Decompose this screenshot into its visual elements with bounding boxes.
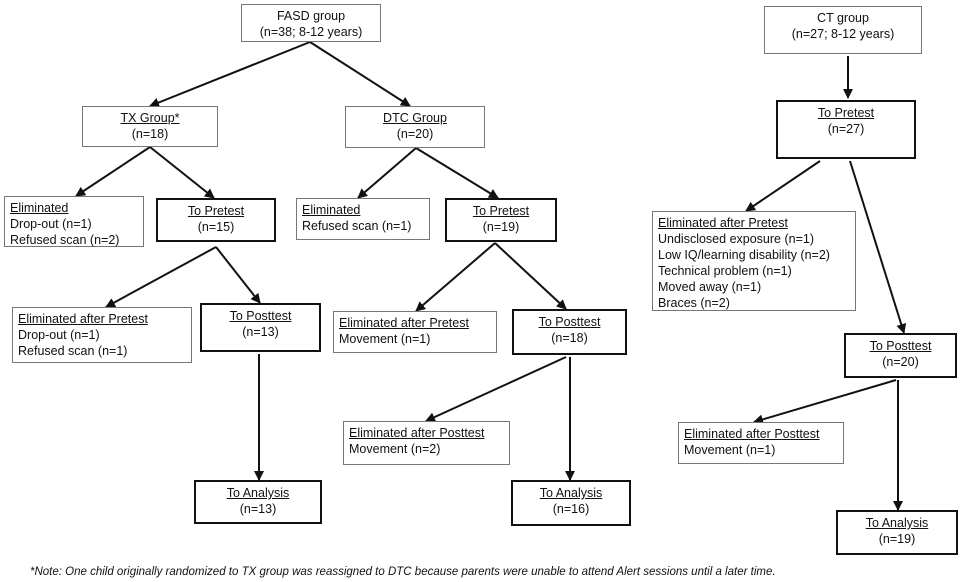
tx-posttest-title: To Posttest bbox=[229, 309, 292, 323]
tx-group-title: TX Group* bbox=[120, 111, 180, 125]
arrow-dtcpre-to-elim bbox=[415, 242, 496, 312]
arrow-tx-to-pretest bbox=[149, 146, 215, 199]
tx-posttest-box: To Posttest (n=13) bbox=[200, 303, 321, 352]
ct-analysis-title: To Analysis bbox=[865, 516, 929, 530]
ct-pretest-count: (n=27) bbox=[827, 122, 865, 136]
tx-eliminated-title: Eliminated bbox=[10, 201, 69, 215]
ct-eliminated-after-pretest-reason: Braces (n=2) bbox=[658, 296, 730, 310]
dtc-posttest-box: To Posttest (n=18) bbox=[512, 309, 627, 355]
dtc-eliminated-after-pretest-box: Eliminated after Pretest Movement (n=1) bbox=[333, 311, 497, 353]
dtc-pretest-title: To Pretest bbox=[472, 204, 530, 218]
ct-pretest-box: To Pretest (n=27) bbox=[776, 100, 916, 159]
arrow-dtc-to-pretest bbox=[415, 147, 499, 199]
arrow-dtcpre-to-posttest bbox=[494, 242, 567, 310]
tx-analysis-count: (n=13) bbox=[239, 502, 277, 516]
arrow-txpre-to-posttest bbox=[215, 246, 261, 304]
tx-eliminated-after-pretest-reason: Drop-out (n=1) bbox=[18, 328, 100, 342]
fasd-group-title: FASD group bbox=[276, 9, 346, 23]
dtc-group-title: DTC Group bbox=[383, 111, 447, 125]
ct-group-box: CT group (n=27; 8-12 years) bbox=[764, 6, 922, 54]
tx-group-count: (n=18) bbox=[131, 127, 169, 141]
tx-analysis-box: To Analysis (n=13) bbox=[194, 480, 322, 524]
tx-posttest-count: (n=13) bbox=[242, 325, 279, 339]
dtc-eliminated-reason: Refused scan (n=1) bbox=[302, 219, 412, 233]
footnote: *Note: One child originally randomized t… bbox=[30, 566, 776, 578]
ct-group-count: (n=27; 8-12 years) bbox=[791, 27, 895, 41]
ct-eliminated-after-pretest-reason: Undisclosed exposure (n=1) bbox=[658, 232, 814, 246]
dtc-eliminated-box: Eliminated Refused scan (n=1) bbox=[296, 198, 430, 240]
dtc-eliminated-after-posttest-reason: Movement (n=2) bbox=[349, 442, 441, 456]
dtc-posttest-title: To Posttest bbox=[538, 315, 601, 329]
ct-eliminated-after-pretest-title: Eliminated after Pretest bbox=[658, 216, 788, 230]
tx-pretest-count: (n=15) bbox=[197, 220, 235, 234]
tx-eliminated-after-pretest-reason: Refused scan (n=1) bbox=[18, 344, 128, 358]
ct-posttest-count: (n=20) bbox=[882, 355, 919, 369]
ct-analysis-box: To Analysis (n=19) bbox=[836, 510, 958, 555]
dtc-analysis-box: To Analysis (n=16) bbox=[511, 480, 631, 526]
dtc-pretest-box: To Pretest (n=19) bbox=[445, 198, 557, 242]
dtc-eliminated-after-pretest-reason: Movement (n=1) bbox=[339, 332, 431, 346]
ct-eliminated-after-pretest-reason: Moved away (n=1) bbox=[658, 280, 762, 294]
tx-eliminated-after-pretest-title: Eliminated after Pretest bbox=[18, 312, 148, 326]
arrow-txpre-to-elim bbox=[105, 246, 217, 308]
ct-eliminated-after-posttest-box: Eliminated after Posttest Movement (n=1) bbox=[678, 422, 844, 464]
fasd-group-box: FASD group (n=38; 8-12 years) bbox=[241, 4, 381, 42]
dtc-group-count: (n=20) bbox=[396, 127, 434, 141]
tx-eliminated-reason: Drop-out (n=1) bbox=[10, 217, 92, 231]
dtc-eliminated-after-posttest-title: Eliminated after Posttest bbox=[349, 426, 485, 440]
tx-eliminated-after-pretest-box: Eliminated after Pretest Drop-out (n=1) … bbox=[12, 307, 192, 363]
ct-eliminated-after-pretest-reason: Technical problem (n=1) bbox=[658, 264, 792, 278]
arrow-fasd-to-tx bbox=[149, 41, 311, 108]
dtc-eliminated-title: Eliminated bbox=[302, 203, 361, 217]
arrow-ctpre-to-elim bbox=[745, 160, 821, 212]
arrow-fasd-to-dtc bbox=[309, 41, 411, 107]
ct-group-title: CT group bbox=[817, 11, 869, 25]
arrow-ctpre-to-posttest bbox=[849, 160, 907, 334]
ct-posttest-box: To Posttest (n=20) bbox=[844, 333, 957, 378]
tx-pretest-box: To Pretest (n=15) bbox=[156, 198, 276, 242]
arrow-dtcpost-to-elim bbox=[425, 356, 567, 422]
ct-eliminated-after-posttest-title: Eliminated after Posttest bbox=[684, 427, 820, 441]
tx-analysis-title: To Analysis bbox=[226, 486, 290, 500]
dtc-analysis-count: (n=16) bbox=[552, 502, 590, 516]
tx-pretest-title: To Pretest bbox=[187, 204, 245, 218]
arrow-ctpost-to-elim bbox=[753, 379, 897, 425]
tx-eliminated-box: Eliminated Drop-out (n=1) Refused scan (… bbox=[4, 196, 144, 247]
ct-eliminated-after-pretest-reason: Low IQ/learning disability (n=2) bbox=[658, 248, 830, 262]
fasd-group-count: (n=38; 8-12 years) bbox=[259, 25, 363, 39]
dtc-pretest-count: (n=19) bbox=[482, 220, 520, 234]
dtc-analysis-title: To Analysis bbox=[539, 486, 603, 500]
dtc-posttest-count: (n=18) bbox=[551, 331, 588, 345]
arrow-dtc-to-elim bbox=[357, 147, 417, 199]
ct-eliminated-after-posttest-reason: Movement (n=1) bbox=[684, 443, 776, 457]
dtc-eliminated-after-pretest-title: Eliminated after Pretest bbox=[339, 316, 469, 330]
ct-eliminated-after-pretest-box: Eliminated after Pretest Undisclosed exp… bbox=[652, 211, 856, 311]
tx-group-box: TX Group* (n=18) bbox=[82, 106, 218, 147]
arrow-tx-to-elim bbox=[75, 146, 151, 197]
ct-pretest-title: To Pretest bbox=[817, 106, 875, 120]
ct-posttest-title: To Posttest bbox=[869, 339, 932, 353]
dtc-group-box: DTC Group (n=20) bbox=[345, 106, 485, 148]
tx-eliminated-reason: Refused scan (n=2) bbox=[10, 233, 120, 247]
dtc-eliminated-after-posttest-box: Eliminated after Posttest Movement (n=2) bbox=[343, 421, 510, 465]
ct-analysis-count: (n=19) bbox=[878, 532, 916, 546]
